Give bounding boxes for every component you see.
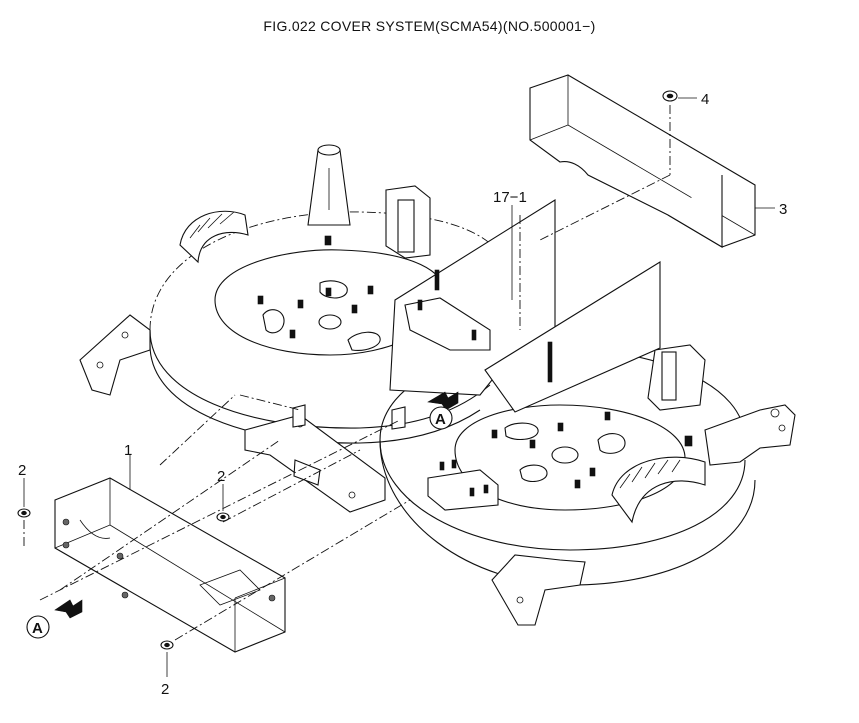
nut-part-4 [662, 90, 678, 102]
nut-part-2-bottom [160, 640, 174, 650]
callout-part-2-bottom: 2 [161, 681, 169, 698]
nut-part-2-right [216, 512, 230, 522]
part-17-1-baffle [389, 199, 661, 430]
callouts: 1 2 2 2 3 4 17−1 [18, 91, 787, 698]
callout-part-17-1: 17−1 [493, 189, 527, 206]
view-a-arrow-lower: A [26, 599, 83, 639]
view-a-label-lower: A [32, 620, 43, 637]
callout-part-3: 3 [779, 201, 787, 218]
part-3-cover [529, 74, 756, 248]
connecting-frame [244, 404, 386, 513]
part-1-cover [54, 477, 286, 653]
left-mower-deck [79, 144, 512, 444]
callout-part-1: 1 [124, 442, 132, 459]
figure-title: FIG.022 COVER SYSTEM(SCMA54)(NO.500001−) [263, 18, 596, 34]
assembly-lines [23, 105, 671, 641]
nut-part-2-left [17, 508, 31, 518]
callout-part-2-right: 2 [217, 468, 225, 485]
callout-part-4: 4 [701, 91, 709, 108]
right-mower-deck [379, 344, 796, 626]
view-a-arrow-upper: A [427, 391, 459, 430]
view-a-label-upper: A [435, 411, 446, 428]
callout-part-2-left: 2 [18, 462, 26, 479]
